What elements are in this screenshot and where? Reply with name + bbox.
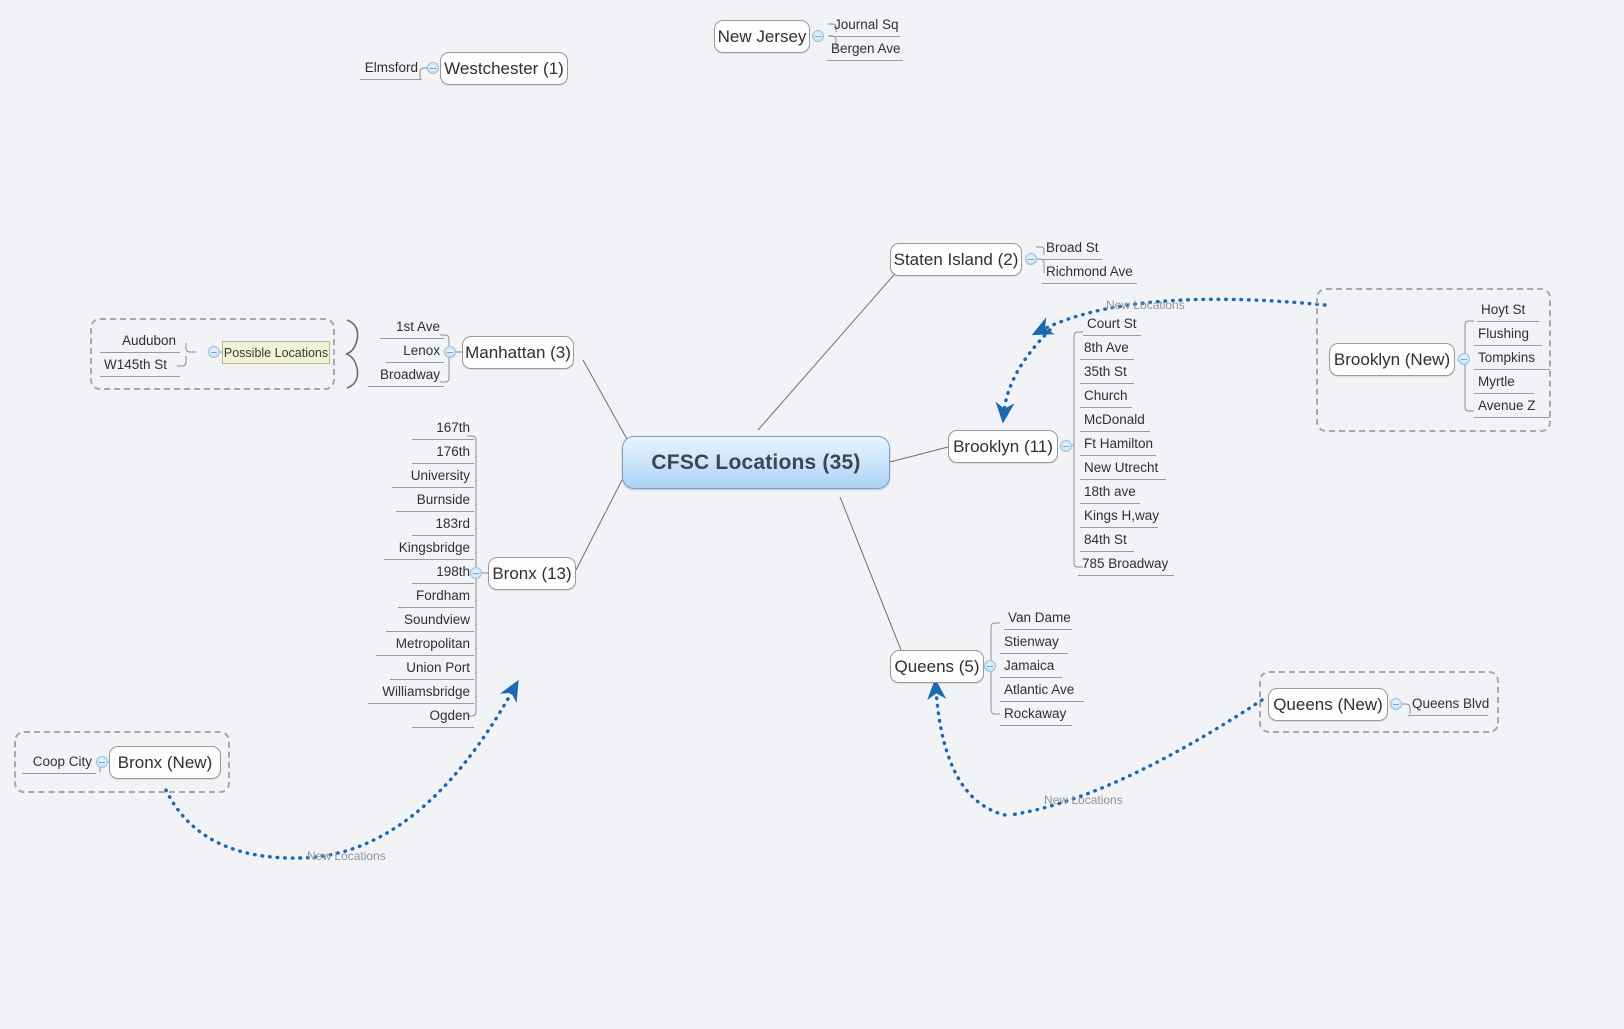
- leaf-brooklyn-2[interactable]: 35th St: [1080, 362, 1134, 384]
- leaf-bronx-12[interactable]: Ogden: [412, 706, 474, 728]
- leaf-brooklyn-new-1[interactable]: Flushing: [1474, 324, 1542, 346]
- relationship-label-queens: New Locations: [1044, 793, 1123, 807]
- leaf-manhattan-2[interactable]: Broadway: [368, 365, 444, 387]
- central-topic[interactable]: CFSC Locations (35): [622, 436, 890, 489]
- leaf-possible-1[interactable]: W145th St: [100, 355, 180, 377]
- boundary-bronx-new[interactable]: [14, 731, 230, 793]
- leaf-brooklyn-5[interactable]: Ft Hamilton: [1080, 434, 1156, 456]
- topic-new-jersey-label: New Jersey: [717, 26, 807, 46]
- leaf-bronx-11[interactable]: Williamsbridge: [368, 682, 474, 704]
- leaf-brooklyn-0[interactable]: Court St: [1083, 314, 1141, 336]
- leaf-brooklyn-new-3[interactable]: Myrtle: [1474, 372, 1534, 394]
- topic-new-jersey[interactable]: New Jersey: [714, 20, 810, 53]
- leaf-queens-3[interactable]: Atlantic Ave: [1000, 680, 1084, 702]
- leaf-bronx-9[interactable]: Metropolitan: [376, 634, 474, 656]
- collapse-handle-bronx-new[interactable]: [96, 756, 108, 768]
- boundary-possible-locations[interactable]: [90, 318, 335, 390]
- collapse-handle-queens[interactable]: [984, 660, 996, 672]
- leaf-queens-0[interactable]: Van Dame: [1004, 608, 1072, 630]
- topic-brooklyn-label: Brooklyn (11): [953, 436, 1053, 456]
- leaf-brooklyn-3[interactable]: Church: [1080, 386, 1132, 408]
- leaf-manhattan-1[interactable]: Lenox: [386, 341, 444, 363]
- boundary-queens-new[interactable]: [1259, 671, 1499, 733]
- leaf-bronx-5[interactable]: Kingsbridge: [384, 538, 474, 560]
- leaf-new-jersey-1[interactable]: Bergen Ave: [827, 39, 903, 61]
- central-topic-label: CFSC Locations (35): [651, 450, 861, 474]
- leaf-bronx-0[interactable]: 167th: [412, 418, 474, 440]
- collapse-handle-bronx[interactable]: [470, 567, 482, 579]
- topic-brooklyn-new-label: Brooklyn (New): [1333, 349, 1451, 369]
- topic-westchester[interactable]: Westchester (1): [440, 52, 568, 85]
- topic-staten-island[interactable]: Staten Island (2): [890, 243, 1022, 276]
- leaf-bronx-1[interactable]: 176th: [412, 442, 474, 464]
- leaf-brooklyn-7[interactable]: 18th ave: [1080, 482, 1140, 504]
- leaf-bronx-10[interactable]: Union Port: [390, 658, 474, 680]
- topic-bronx[interactable]: Bronx (13): [488, 557, 576, 590]
- leaf-brooklyn-9[interactable]: 84th St: [1080, 530, 1134, 552]
- leaf-bronx-7[interactable]: Fordham: [398, 586, 474, 608]
- topic-queens-new-label: Queens (New): [1273, 694, 1383, 714]
- leaf-manhattan-0[interactable]: 1st Ave: [380, 317, 444, 339]
- topic-queens[interactable]: Queens (5): [890, 650, 984, 683]
- boundary-brooklyn-new[interactable]: [1316, 288, 1551, 432]
- topic-bronx-new-label: Bronx (New): [117, 752, 213, 772]
- leaf-bronx-new-0[interactable]: Coop City: [22, 752, 96, 774]
- collapse-handle-possible-locations[interactable]: [208, 346, 220, 358]
- leaf-brooklyn-4[interactable]: McDonald: [1080, 410, 1150, 432]
- leaf-possible-0[interactable]: Audubon: [100, 331, 180, 353]
- relationship-label-bronx: New Locations: [307, 849, 386, 863]
- collapse-handle-manhattan[interactable]: [444, 346, 456, 358]
- collapse-handle-queens-new[interactable]: [1390, 698, 1402, 710]
- topic-brooklyn-new[interactable]: Brooklyn (New): [1329, 343, 1455, 376]
- leaf-brooklyn-10[interactable]: 785 Broadway: [1078, 554, 1174, 576]
- collapse-handle-new-jersey[interactable]: [812, 30, 824, 42]
- topic-brooklyn[interactable]: Brooklyn (11): [948, 430, 1058, 463]
- leaf-queens-new-0[interactable]: Queens Blvd: [1408, 694, 1489, 716]
- leaf-brooklyn-new-0[interactable]: Hoyt St: [1477, 300, 1539, 322]
- leaf-staten-island-0[interactable]: Broad St: [1042, 238, 1102, 260]
- topic-bronx-new[interactable]: Bronx (New): [109, 746, 221, 779]
- leaf-staten-island-1[interactable]: Richmond Ave: [1042, 262, 1137, 284]
- topic-manhattan-label: Manhattan (3): [465, 342, 571, 362]
- leaf-bronx-4[interactable]: 183rd: [412, 514, 474, 536]
- leaf-brooklyn-6[interactable]: New Utrecht: [1080, 458, 1166, 480]
- collapse-handle-brooklyn-new[interactable]: [1458, 353, 1470, 365]
- callout-possible-locations[interactable]: Possible Locations: [222, 341, 330, 364]
- leaf-queens-4[interactable]: Rockaway: [1000, 704, 1072, 726]
- leaf-brooklyn-8[interactable]: Kings H,way: [1080, 506, 1159, 528]
- leaf-westchester-0[interactable]: Elmsford: [360, 58, 422, 80]
- topic-queens-new[interactable]: Queens (New): [1268, 688, 1388, 721]
- leaf-bronx-2[interactable]: University: [392, 466, 474, 488]
- leaf-brooklyn-1[interactable]: 8th Ave: [1080, 338, 1134, 360]
- leaf-queens-2[interactable]: Jamaica: [1000, 656, 1062, 678]
- leaf-new-jersey-0[interactable]: Journal Sq: [830, 15, 900, 37]
- collapse-handle-brooklyn[interactable]: [1060, 440, 1072, 452]
- collapse-handle-staten-island[interactable]: [1025, 253, 1037, 265]
- leaf-bronx-3[interactable]: Burnside: [396, 490, 474, 512]
- leaf-brooklyn-new-4[interactable]: Avenue Z: [1474, 396, 1550, 418]
- leaf-queens-1[interactable]: Stienway: [1000, 632, 1068, 654]
- relationship-label-brooklyn: New Locations: [1106, 298, 1185, 312]
- topic-staten-island-label: Staten Island (2): [893, 249, 1019, 269]
- collapse-handle-westchester[interactable]: [427, 62, 439, 74]
- topic-westchester-label: Westchester (1): [444, 58, 564, 78]
- callout-possible-locations-label: Possible Locations: [223, 345, 329, 360]
- topic-queens-label: Queens (5): [894, 656, 980, 676]
- leaf-brooklyn-new-2[interactable]: Tompkins: [1474, 348, 1550, 370]
- leaf-bronx-6[interactable]: 198th: [412, 562, 474, 584]
- leaf-bronx-8[interactable]: Soundview: [386, 610, 474, 632]
- topic-bronx-label: Bronx (13): [492, 563, 572, 583]
- topic-manhattan[interactable]: Manhattan (3): [462, 336, 574, 369]
